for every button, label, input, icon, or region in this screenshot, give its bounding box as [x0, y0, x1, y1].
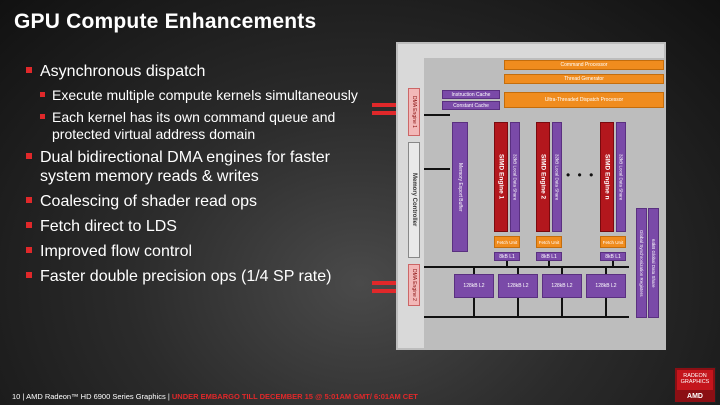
embargo-warning: UNDER EMBARGO TILL DECEMBER 15 @ 5:01AM …: [171, 392, 418, 401]
bullet-item: Dual bidirectional DMA engines for faste…: [26, 148, 371, 186]
footer-separator: |: [22, 392, 27, 401]
interconnect-link: [561, 266, 563, 274]
bullet-list: Asynchronous dispatch Execute multiple c…: [26, 62, 371, 292]
interconnect-link: [473, 298, 475, 316]
l1-cache-n: 8kB L1: [600, 252, 626, 261]
dma-arrow-out-1: [372, 111, 402, 115]
global-data-share: 64kB Global Data Share: [648, 208, 659, 318]
page-number: 10: [12, 392, 21, 401]
dispatch-processor: Ultra-Threaded Dispatch Processor: [504, 92, 664, 108]
interconnect-bus: [424, 266, 629, 268]
dma-arrow-in-1: [372, 103, 402, 107]
dma-arrow-out-2: [372, 289, 402, 293]
interconnect-link: [605, 298, 607, 316]
footer: 10 | AMD Radeon™ HD 6900 Series Graphics…: [0, 387, 720, 405]
lds-2: 32kB Local Data Share: [552, 122, 562, 232]
interconnect-link: [473, 266, 475, 274]
global-sync-registers: Global Synchronization Registers: [636, 208, 647, 318]
interconnect-link: [424, 168, 450, 170]
footer-text: 10 | AMD Radeon™ HD 6900 Series Graphics…: [12, 392, 418, 401]
constant-cache: Constant Cache: [442, 101, 500, 110]
interconnect-link: [506, 261, 508, 266]
fetch-unit-n: Fetch Unit: [600, 236, 626, 248]
dma-arrow-in-2: [372, 281, 402, 285]
sub-bullet-item: Each kernel has its own command queue an…: [26, 109, 371, 143]
slide-title: GPU Compute Enhancements: [14, 10, 317, 33]
interconnect-bus: [424, 316, 629, 318]
gpu-block-diagram: DMA Engine 1 Memory Controller DMA Engin…: [396, 42, 666, 350]
footer-product: AMD Radeon™ HD 6900 Series Graphics: [26, 392, 166, 401]
instruction-cache: Instruction Cache: [442, 90, 500, 99]
bullet-item: Faster double precision ops (1/4 SP rate…: [26, 267, 371, 286]
bullet-item: Asynchronous dispatch: [26, 62, 371, 81]
dma-engine-1: DMA Engine 1: [408, 88, 420, 136]
interconnect-link: [605, 266, 607, 274]
sub-bullet-item: Execute multiple compute kernels simulta…: [26, 87, 371, 104]
simd-engine-1: SIMD Engine 1: [494, 122, 508, 232]
interconnect-link: [561, 298, 563, 316]
bullet-item: Coalescing of shader read ops: [26, 192, 371, 211]
amd-logo: AMD: [687, 393, 703, 400]
lds-n: 32kB Local Data Share: [616, 122, 626, 232]
dma-engine-2: DMA Engine 2: [408, 264, 420, 306]
l2-cache-1: 128kB L2: [454, 274, 494, 298]
memory-controller: Memory Controller: [408, 142, 420, 258]
command-processor: Command Processor: [504, 60, 664, 70]
l2-cache-2: 128kB L2: [498, 274, 538, 298]
badge-label: RADEON GRAPHICS: [677, 370, 713, 390]
interconnect-link: [424, 114, 450, 116]
simd-engine-n: SIMD Engine n: [600, 122, 614, 232]
fetch-unit-1: Fetch Unit: [494, 236, 520, 248]
simd-engine-2: SIMD Engine 2: [536, 122, 550, 232]
lds-1: 32kB Local Data Share: [510, 122, 520, 232]
footer-separator: |: [167, 392, 172, 401]
interconnect-link: [548, 261, 550, 266]
l2-cache-4: 128kB L2: [586, 274, 626, 298]
ellipsis: • • •: [566, 168, 596, 182]
l1-cache-1: 8kB L1: [494, 252, 520, 261]
interconnect-link: [517, 266, 519, 274]
bullet-item: Fetch direct to LDS: [26, 217, 371, 236]
memory-export-buffer: Memory Export Buffer: [452, 122, 468, 252]
interconnect-link: [517, 298, 519, 316]
thread-generator: Thread Generator: [504, 74, 664, 84]
gpu-core-area: Command Processor Thread Generator Instr…: [424, 58, 664, 348]
bullet-item: Improved flow control: [26, 242, 371, 261]
fetch-unit-2: Fetch Unit: [536, 236, 562, 248]
interconnect-link: [612, 261, 614, 266]
radeon-graphics-badge: RADEON GRAPHICS AMD: [674, 367, 716, 403]
l1-cache-2: 8kB L1: [536, 252, 562, 261]
l2-cache-3: 128kB L2: [542, 274, 582, 298]
